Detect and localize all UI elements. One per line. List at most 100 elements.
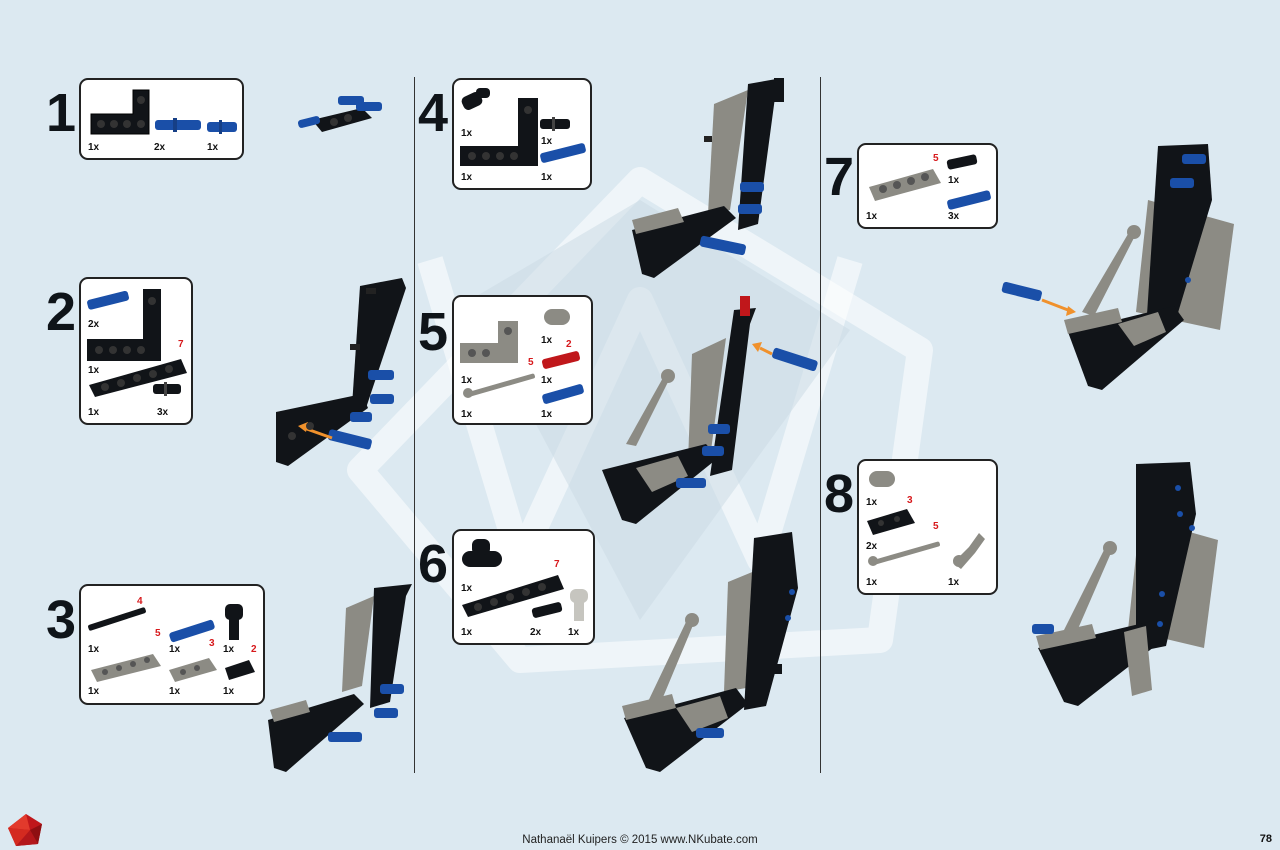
gray-angle-connector-part [953,533,985,569]
long-beam-part [89,359,187,397]
part-quantity: 3x [948,211,960,222]
black-pin-part [540,117,570,131]
step-number: 1 [46,83,77,143]
part-length-label: 5 [933,153,939,164]
part-length-label: 7 [178,339,184,350]
part-length-label: 2 [566,339,572,350]
step-3-assembly-model [268,584,412,772]
gray-connector-part [544,309,570,325]
step-6-assembly-model [622,532,798,772]
gray-beam-part [869,169,941,201]
part-length-label: 5 [933,521,939,532]
gray-axle-part [463,373,535,398]
step-4-assembly-model [632,78,784,278]
orange-arrow-icon [752,342,773,356]
black-short-beam-part [867,509,915,535]
part-quantity: 1x [461,172,473,183]
blue-axle-pin-part [169,619,215,643]
blue-axle-pin-part [155,118,201,132]
part-quantity: 1x [223,644,235,655]
part-quantity: 1x [568,627,580,638]
gray-axle-part [868,541,940,566]
step-number: 6 [418,534,449,594]
part-quantity: 1x [461,128,473,139]
angled-beam-part [460,98,538,166]
step-5-assembly-model [602,296,818,524]
part-length-label: 5 [155,628,161,639]
step-7-assembly-model [1001,144,1234,390]
part-quantity: 1x [541,335,553,346]
part-quantity: 1x [461,627,473,638]
part-quantity: 1x [169,644,181,655]
step-number: 8 [824,464,855,524]
parts-list-box: 1x 2x 1x [79,78,244,160]
part-quantity: 1x [948,175,960,186]
blue-axle-pin-part [947,190,991,210]
part-length-label: 3 [907,495,913,506]
part-length-label: 2 [251,644,257,655]
part-quantity: 1x [541,172,553,183]
parts-list-box: 7 2x 1x 1x 3x [79,277,193,425]
blue-axle-pin-part [540,143,586,163]
parts-list-box: 1x 3 2x 5 1x 1x [857,459,998,595]
blue-pin-part [207,120,237,134]
pinwheel-logo-icon [8,814,42,846]
step-number: 4 [418,83,449,143]
step-number: 5 [418,302,449,362]
part-length-label: 5 [528,357,534,368]
blue-axle-pin-part [542,384,584,404]
step-number: 3 [46,590,77,650]
gray-beam-part [91,654,161,682]
part-quantity: 1x [88,365,100,376]
red-axle-part [541,351,581,369]
parts-list-box: 5 2 1x 1x 1x 1x 1x [452,295,593,425]
step-2-assembly-model [276,278,406,466]
black-pin-part [531,602,563,618]
parts-list-box: 1x 1x 1x 1x [452,78,592,190]
parts-list-box: 5 1x 1x 3x [857,143,998,229]
part-quantity: 1x [461,409,473,420]
part-quantity: 1x [866,211,878,222]
part-quantity: 1x [223,686,235,697]
orange-arrow-icon [1041,298,1076,316]
gray-connector-part [570,589,588,621]
step-number: 2 [46,282,77,342]
part-quantity: 1x [541,409,553,420]
part-quantity: 1x [541,375,553,386]
black-connector-part [462,539,502,567]
gray-angled-beam-part [460,321,518,363]
part-quantity: 1x [866,577,878,588]
part-quantity: 1x [866,497,878,508]
black-connector-part [225,604,243,640]
blue-axle-pin-part [87,290,129,310]
black-connector-part [461,88,490,110]
part-quantity: 2x [88,319,100,330]
column-divider [820,77,821,773]
angled-beam-part [90,89,150,135]
black-short-beam-part [225,660,255,680]
parts-list-box: 7 1x 1x 2x 1x [452,529,595,645]
step-1-assembly-model [297,96,382,132]
part-quantity: 1x [461,375,473,386]
page-number: 78 [1259,833,1272,845]
part-length-label: 3 [209,638,215,649]
gray-short-beam-part [169,658,217,682]
part-quantity: 1x [88,407,100,418]
part-quantity: 2x [866,541,878,552]
black-pin-part [153,382,181,396]
long-beam-part [462,575,564,617]
part-quantity: 1x [541,136,553,147]
part-quantity: 1x [207,142,219,153]
step-number: 7 [824,147,855,207]
angled-beam-part [87,289,161,361]
gray-connector-part [869,471,895,487]
part-quantity: 1x [88,142,100,153]
black-pin-part [946,154,978,170]
step-8-assembly-model [1032,462,1218,706]
column-divider [414,77,415,773]
part-quantity: 3x [157,407,169,418]
part-quantity: 1x [948,577,960,588]
black-axle-part [88,607,146,631]
parts-list-box: 4 5 1x 1x 1x 3 2 1x 1x 1x [79,584,265,705]
